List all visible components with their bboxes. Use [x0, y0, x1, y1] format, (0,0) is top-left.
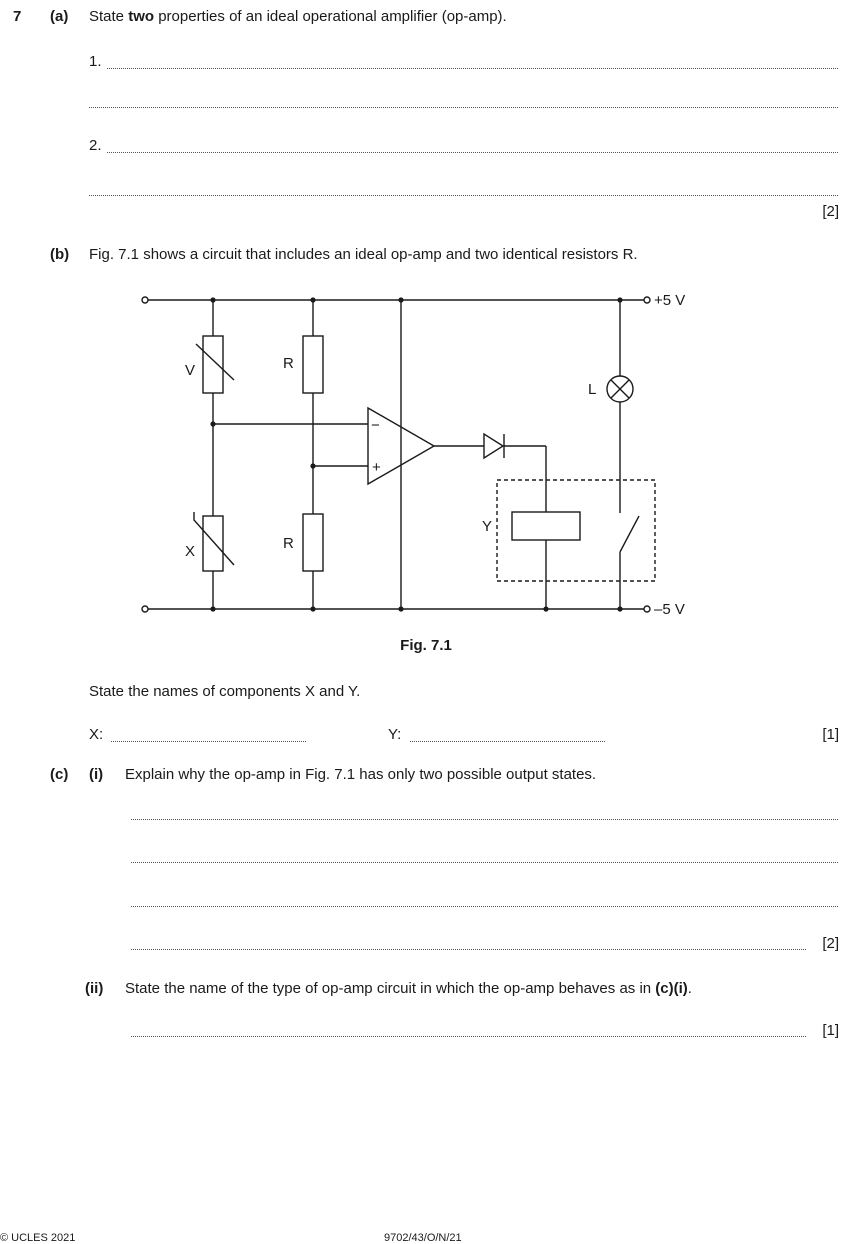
label-R-bottom: R: [283, 535, 294, 552]
part-c-ii-label: (ii): [85, 980, 104, 997]
relay-coil-Y: [511, 511, 581, 541]
terminal: [141, 605, 149, 613]
part-a-label: (a): [50, 8, 69, 25]
op-amp-plus: +: [372, 459, 381, 476]
part-b-marks: [1]: [822, 726, 839, 743]
x-answer-label: X:: [89, 726, 104, 743]
resistor-R-top: [302, 335, 324, 394]
answer-line-1-number: 1.: [89, 53, 102, 70]
answer-line[interactable]: [89, 107, 838, 108]
part-c-ii-question: State the name of the type of op-amp cir…: [125, 980, 692, 997]
relay-enclosure: [496, 479, 656, 582]
thermistor-X: [202, 515, 224, 572]
part-c-ii-marks: [1]: [822, 1022, 839, 1039]
x-answer-line[interactable]: [111, 741, 306, 742]
answer-line[interactable]: [107, 152, 838, 153]
terminal: [643, 296, 651, 304]
variable-resistor-V: [202, 335, 224, 394]
answer-line[interactable]: [107, 68, 838, 69]
part-c-i-marks: [2]: [822, 935, 839, 952]
answer-line[interactable]: [131, 819, 838, 820]
op-amp-minus: −: [371, 417, 380, 434]
label-L: L: [588, 381, 596, 398]
label-X: X: [185, 543, 195, 560]
label-supply-negative: –5 V: [654, 601, 685, 618]
thermistor-mark: [193, 512, 235, 566]
part-b-question: Fig. 7.1 shows a circuit that includes a…: [89, 246, 638, 263]
part-a-question: State two properties of an ideal operati…: [89, 8, 507, 25]
part-c-i-question: Explain why the op-amp in Fig. 7.1 has o…: [125, 766, 597, 783]
terminal: [643, 605, 651, 613]
resistor-R-bottom: [302, 513, 324, 572]
terminal: [141, 296, 149, 304]
label-R-top: R: [283, 355, 294, 372]
part-b-prompt: State the names of components X and Y.: [89, 683, 361, 700]
part-c-label: (c): [50, 766, 69, 783]
answer-line[interactable]: [131, 862, 838, 863]
label-V: V: [185, 362, 195, 379]
circuit-diagram: +5 V –5 V V R R X Y L − +: [141, 292, 685, 618]
diode: [483, 432, 505, 460]
part-c-i-label: (i): [89, 766, 104, 783]
part-a-marks: [2]: [822, 203, 839, 220]
question-number: 7: [13, 8, 22, 25]
relay-switch: [619, 515, 640, 553]
answer-line[interactable]: [89, 195, 838, 196]
part-b-label: (b): [50, 246, 70, 263]
figure-caption: Fig. 7.1: [400, 637, 452, 654]
answer-line[interactable]: [131, 906, 838, 907]
y-answer-line[interactable]: [410, 741, 605, 742]
y-answer-label: Y:: [388, 726, 402, 743]
label-Y: Y: [482, 518, 492, 535]
answer-line[interactable]: [131, 949, 806, 950]
footer-copyright: © UCLES 2021: [0, 1232, 76, 1244]
label-supply-positive: +5 V: [654, 292, 685, 309]
footer-code: 9702/43/O/N/21: [384, 1232, 462, 1244]
answer-line[interactable]: [131, 1036, 806, 1037]
variable-arrow: [195, 343, 235, 381]
answer-line-2-number: 2.: [89, 137, 102, 154]
